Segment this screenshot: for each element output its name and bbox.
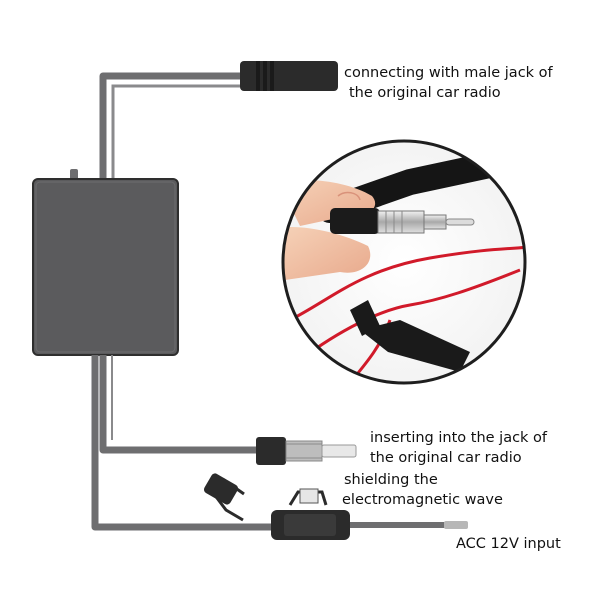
power-label-text: ACC 12V input xyxy=(456,536,561,552)
fuse-holder xyxy=(203,473,350,540)
bottom-cables xyxy=(91,355,280,531)
male-jack-connector xyxy=(240,61,338,91)
top-cable xyxy=(99,72,242,181)
power-wire xyxy=(350,521,468,529)
male-jack-label: connecting with male jack of the origina… xyxy=(344,63,553,103)
shielding-label-line2: electromagnetic wave xyxy=(342,492,503,508)
male-jack-label-line1: connecting with male jack of xyxy=(344,65,553,81)
power-label: ACC 12V input xyxy=(456,534,561,554)
female-jack-label-line1: inserting into the jack of xyxy=(370,430,548,446)
male-jack-label-line2: the original car radio xyxy=(349,85,501,101)
shielding-label: shielding the electromagnetic wave xyxy=(342,470,503,510)
female-jack-label-line2: the original car radio xyxy=(370,450,522,466)
filter-box xyxy=(32,178,179,356)
female-jack-label: inserting into the jack of the original … xyxy=(370,428,547,468)
shielding-label-line1: shielding the xyxy=(344,472,438,488)
female-jack-connector xyxy=(256,437,357,465)
zoom-photo xyxy=(281,139,527,385)
